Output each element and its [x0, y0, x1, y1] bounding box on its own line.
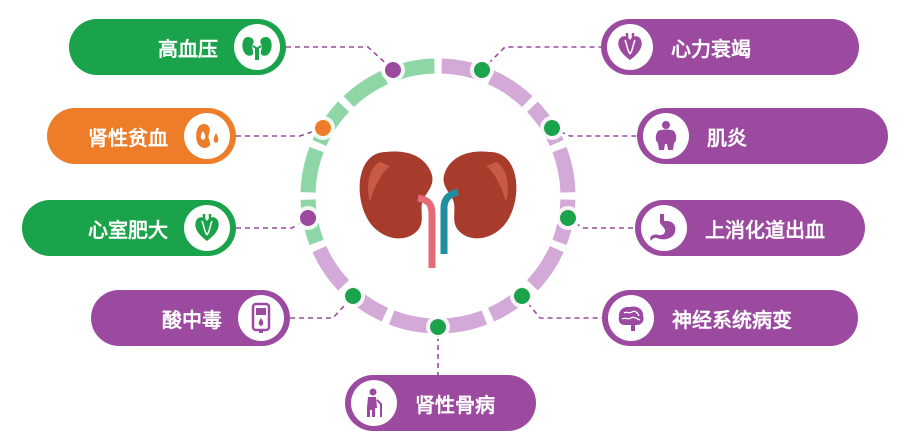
- body-figure-icon: [643, 113, 689, 159]
- ring-segment: [343, 70, 389, 108]
- ring-segment: [526, 245, 564, 291]
- pill-renal-anemia[interactable]: 肾性贫血: [47, 108, 236, 164]
- pill-label: 高血压: [158, 38, 218, 61]
- ring-marker: [474, 62, 490, 78]
- ring-marker: [514, 288, 530, 304]
- right-kidney-highlight: [486, 162, 508, 202]
- test-device-icon: [238, 295, 284, 341]
- pill-label: 肌炎: [707, 127, 747, 150]
- elderly-person-icon: [351, 380, 397, 426]
- connector-ventricular-hypertrophy: [236, 217, 309, 229]
- pill-label: 肾性贫血: [88, 127, 168, 150]
- ring-marker: [300, 210, 316, 226]
- pill-renal-bone-disease[interactable]: 肾性骨病: [345, 375, 536, 431]
- pill-label: 神经系统病变: [672, 309, 792, 332]
- ring-marker: [560, 210, 576, 226]
- ring-marker: [430, 319, 446, 335]
- connector-myositis: [551, 127, 637, 137]
- pill-gi-bleeding[interactable]: 上消化道出血: [635, 200, 865, 256]
- pill-label: 肾性骨病: [415, 394, 495, 417]
- ring-segment: [300, 146, 324, 193]
- ring-marker: [345, 288, 361, 304]
- ring-segment: [487, 70, 533, 108]
- connector-gi-bleeding: [567, 217, 635, 229]
- stomach-icon: [641, 205, 687, 251]
- connector-renal-anemia: [236, 127, 324, 137]
- ring-marker: [315, 120, 331, 136]
- kidney-drop-icon: [184, 113, 230, 159]
- pill-acidosis[interactable]: 酸中毒: [91, 290, 290, 346]
- pill-label: 上消化道出血: [705, 219, 825, 242]
- pill-neuropathy[interactable]: 神经系统病变: [602, 290, 858, 346]
- pill-label: 心室肥大: [88, 219, 168, 242]
- connector-neuropathy: [521, 295, 602, 319]
- artery: [417, 194, 436, 268]
- left-kidney-highlight: [368, 162, 390, 202]
- heart-icon: [184, 205, 230, 251]
- ring-marker: [544, 120, 560, 136]
- kidneys-illustration: [359, 151, 517, 268]
- kidneys-icon: [234, 24, 280, 70]
- ring-segment: [552, 146, 576, 193]
- ring-markers: [296, 58, 580, 339]
- pill-heart-failure[interactable]: 心力衰竭: [601, 19, 859, 75]
- vein: [440, 188, 459, 254]
- pill-ventricular-hypertrophy[interactable]: 心室肥大: [22, 200, 236, 256]
- pill-label: 酸中毒: [162, 309, 222, 332]
- connector-heart-failure: [481, 46, 601, 71]
- ring-segment: [312, 245, 350, 291]
- heart-icon: [607, 24, 653, 70]
- connector-hypertension: [286, 46, 394, 71]
- ring-marker: [385, 62, 401, 78]
- brain-icon: [608, 295, 654, 341]
- pill-hypertension[interactable]: 高血压: [69, 19, 286, 75]
- pill-label: 心力衰竭: [671, 38, 751, 61]
- pill-myositis[interactable]: 肌炎: [637, 108, 888, 164]
